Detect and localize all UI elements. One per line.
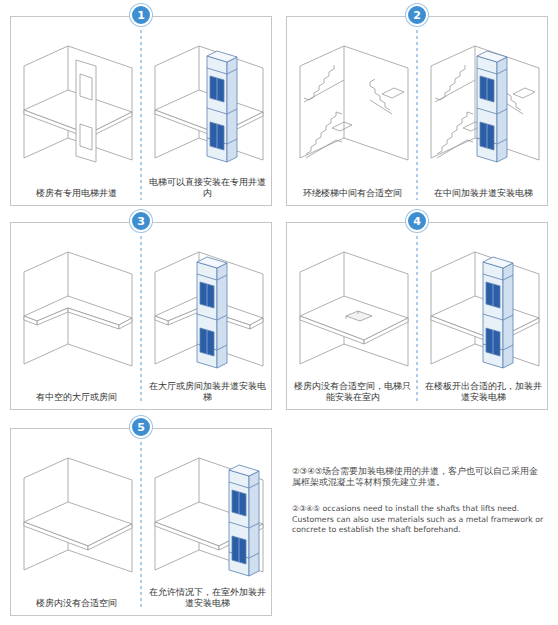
room-drawing	[155, 46, 263, 162]
panel-5-art	[24, 442, 263, 610]
callout-number: 1	[137, 10, 145, 21]
panel-2-art	[300, 30, 539, 200]
panel-box: 楼房内没有合适空间，电梯只能安装在室内在楼板开出合适的孔，加装井道安装电梯4	[286, 222, 548, 410]
panel-4-art	[300, 236, 539, 404]
room-drawing	[431, 252, 539, 368]
caption-text: 楼房有专用电梯井道	[15, 188, 138, 199]
callout-number: 2	[413, 10, 421, 21]
divider	[417, 236, 418, 404]
caption-text: 环绕楼梯中间有合适空间	[291, 188, 414, 199]
caption-text: 在允许情况下，在室外加装井道安装电梯	[146, 587, 269, 609]
room-drawing	[24, 458, 132, 572]
panel-1-art	[24, 30, 263, 200]
room-drawing	[300, 46, 408, 160]
step-number-circle: 4	[406, 210, 428, 232]
callout-number: 4	[413, 216, 421, 227]
divider	[417, 30, 418, 200]
callout-number: 3	[137, 216, 145, 227]
caption-text: 楼房内没有合适空间，电梯只能安装在室内	[291, 381, 414, 403]
panel-box: 楼房内没有合适空间在允许情况下，在室外加装井道安装电梯5	[10, 428, 272, 616]
panel-box: 有中空的大厅或房间在大厅或房间加装井道安装电梯3	[10, 222, 272, 410]
caption-text: 在中间加装井道安装电梯	[422, 188, 545, 199]
step-number-circle: 3	[130, 210, 152, 232]
note-text: ②③④⑤场合需要加装电梯使用的井道，客户也可以自己采用金属框架或混凝土等材料预先…	[292, 466, 544, 489]
callout-number: 5	[137, 422, 145, 433]
caption-text: 楼房内没有合适空间	[15, 598, 138, 609]
step-number-circle: 5	[130, 416, 152, 438]
caption-text: 电梯可以直接安装在专用井道内	[146, 177, 269, 199]
panel-box: 楼房有专用电梯井道电梯可以直接安装在专用井道内1	[10, 16, 272, 206]
divider	[141, 442, 142, 610]
room-drawing	[24, 252, 132, 366]
divider	[141, 236, 142, 404]
panel-3-art	[24, 236, 263, 404]
caption-text: 有中空的大厅或房间	[15, 392, 138, 403]
note-text: ②③④⑤ occasions need to install the shaft…	[292, 504, 544, 536]
room-drawing	[155, 252, 263, 368]
divider	[141, 30, 142, 200]
panel-box: 环绕楼梯中间有合适空间在中间加装井道安装电梯2	[286, 16, 548, 206]
caption-text: 在楼板开出合适的孔，加装井道安装电梯	[422, 381, 545, 403]
room-drawing	[431, 46, 539, 162]
step-number-circle: 2	[406, 4, 428, 26]
room-drawing	[24, 46, 132, 162]
caption-text: 在大厅或房间加装井道安装电梯	[146, 381, 269, 403]
step-number-circle: 1	[130, 4, 152, 26]
room-drawing	[300, 252, 408, 366]
room-drawing	[155, 458, 263, 576]
